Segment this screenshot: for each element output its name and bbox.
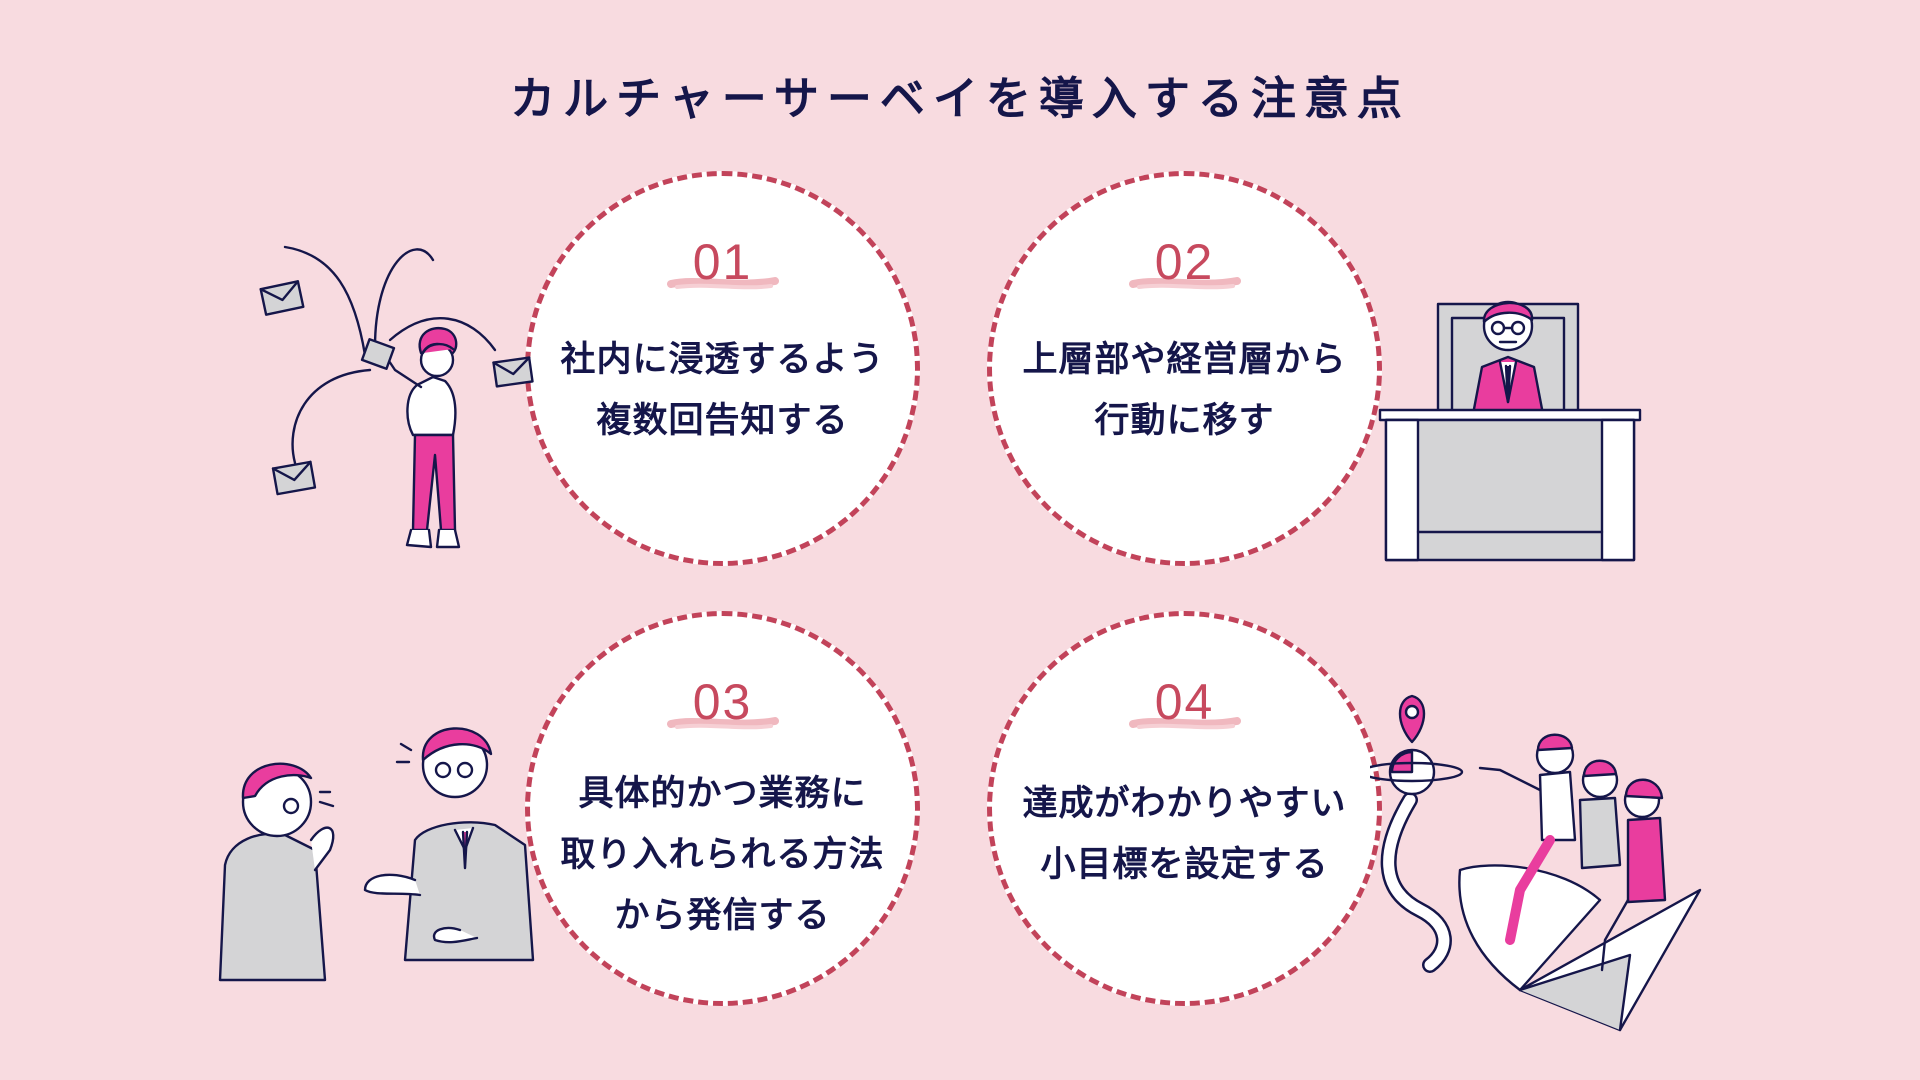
point-text-line: 取り入れられる方法 <box>560 835 885 875</box>
point-text-line: から発信する <box>614 896 831 936</box>
person-sending-mail-illustration <box>259 245 534 549</box>
point-circle-02: 02 上層部や経営層から 行動に移す <box>987 171 1382 566</box>
point-text-line: 小目標を設定する <box>1040 845 1329 885</box>
envelope-icon <box>492 356 534 388</box>
point-circle-01: 01 社内に浸透するよう 複数回告知する <box>525 171 920 566</box>
point-number: 03 <box>692 674 753 730</box>
point-text: 具体的かつ業務に 取り入れられる方法 から発信する <box>560 764 884 947</box>
point-number-wrap: 02 <box>1128 234 1241 294</box>
point-text-line: 複数回告知する <box>596 401 849 441</box>
point-text-line: 行動に移す <box>1094 401 1275 441</box>
point-number-wrap: 04 <box>1128 674 1241 734</box>
point-number: 01 <box>692 234 753 290</box>
brush-stroke-decoration <box>1128 277 1241 290</box>
brush-stroke-decoration <box>666 717 779 730</box>
two-people-talking-illustration <box>218 727 535 982</box>
paper-plane-journey-illustration <box>1370 694 1702 1032</box>
point-text-line: 社内に浸透するよう <box>560 340 885 380</box>
executive-at-desk-illustration <box>1378 300 1642 562</box>
point-text-line: 具体的かつ業務に <box>578 774 867 814</box>
point-number-wrap: 03 <box>666 674 779 734</box>
point-text-line: 上層部や経営層から <box>1022 340 1347 380</box>
map-pin-icon <box>1398 694 1426 744</box>
point-circle-04: 04 達成がわかりやすい 小目標を設定する <box>987 611 1382 1006</box>
point-number-wrap: 01 <box>666 234 779 294</box>
brush-stroke-decoration <box>1128 717 1241 730</box>
page-title: カルチャーサーベイを導入する注意点 <box>510 72 1410 125</box>
point-text: 社内に浸透するよう 複数回告知する <box>560 330 884 452</box>
envelope-icon <box>259 280 305 316</box>
brush-stroke-decoration <box>666 277 779 290</box>
envelope-icon <box>271 460 317 496</box>
point-number: 04 <box>1154 674 1215 730</box>
point-text: 達成がわかりやすい 小目標を設定する <box>1022 774 1346 896</box>
point-circle-03: 03 具体的かつ業務に 取り入れられる方法 から発信する <box>525 611 920 1006</box>
point-number: 02 <box>1154 234 1215 290</box>
point-text: 上層部や経営層から 行動に移す <box>1022 330 1346 452</box>
point-text-line: 達成がわかりやすい <box>1022 784 1347 824</box>
